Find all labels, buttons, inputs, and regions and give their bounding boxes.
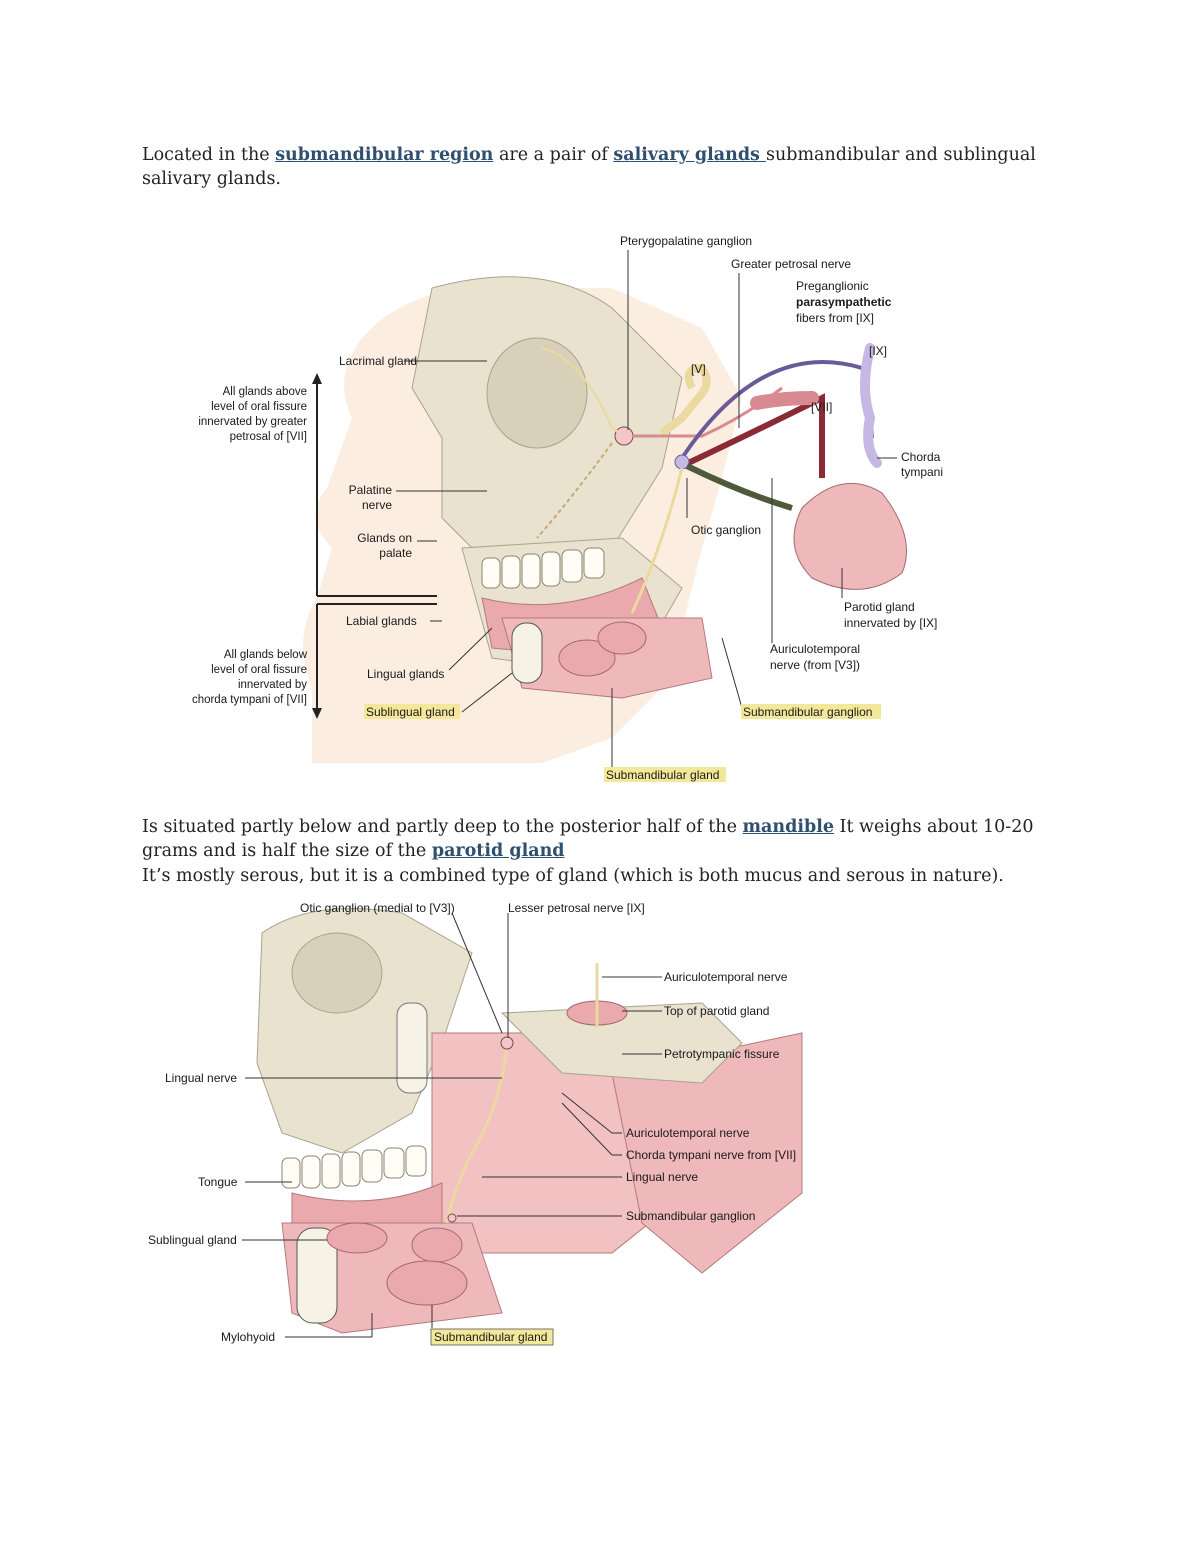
label-chorda-tympani: Chorda tympani nerve from [VII] [626,1148,796,1162]
mandible-text-2: It weighs about 10-20 grams and is half … [142,817,1034,861]
label-otic: Otic ganglion [691,523,761,537]
label-chorda-2: tympani [901,465,943,479]
label-parotid-1: Parotid gland [844,600,915,614]
label-submandibular-ganglion: Submandibular ganglion [743,705,872,719]
label-sublingual-2: Sublingual gland [148,1233,237,1247]
auriculotemporal-path [685,463,793,511]
orbit-shape-2 [291,932,383,1014]
submandibular-anatomy-figure: Otic ganglion (medial to [V3]) Lesser pe… [142,893,822,1363]
submandibular-gland-shape [597,621,647,655]
label-above-1: All glands above [223,386,307,398]
label-lacrimal: Lacrimal gland [339,354,417,368]
label-vii: [VII] [811,400,832,414]
label-palatine-1: Palatine [349,483,393,497]
label-below-1: All glands below [224,649,308,661]
parotid-gland-shape [793,482,907,590]
salivary-glands-link[interactable]: salivary glands [613,145,766,165]
label-auriculotemporal-1: Auriculotemporal [770,642,860,656]
label-below-2: level of oral fissure [211,664,307,676]
orbit-shape [486,337,588,449]
label-preganglionic-1: Preganglionic [796,279,869,293]
submandibular-region-link[interactable]: submandibular region [275,145,494,165]
label-otic-medial: Otic ganglion (medial to [V3]) [300,901,455,915]
label-labial: Labial glands [346,614,417,628]
sublingual-gland-shape-2 [326,1222,388,1254]
pterygopalatine-ganglion-shape [614,426,634,446]
label-auriculotemporal-mid: Auriculotemporal nerve [626,1126,750,1140]
intro-paragraph: Located in the submandibular region are … [142,143,1072,191]
mandible-link[interactable]: mandible [742,817,834,837]
mandible-text-1: Is situated partly below and partly deep… [142,817,743,837]
label-submandibular-gland: Submandibular gland [606,768,719,782]
highlight-submandibular-ganglion [741,704,881,719]
label-above-3: innervated by greater [198,416,307,428]
lingual-nerve-path-2 [445,1042,509,1224]
label-above-2: level of oral fissure [211,401,307,413]
trigeminal-nerve-shape [659,363,711,437]
otic-ganglion-shape-2 [500,1036,514,1050]
label-tongue: Tongue [198,1175,238,1189]
intro-text-3: submandibular and sublingual salivary gl… [142,145,1036,189]
label-lingual-glands: Lingual glands [367,667,444,681]
above-arrow-head [312,373,322,384]
label-lingual-nerve-right: Lingual nerve [626,1170,698,1184]
neck-muscle-region [611,1032,803,1274]
label-ix: [IX] [869,344,887,358]
sublingual-gland-shape [558,639,616,677]
highlight-sublingual [364,704,460,719]
label-palatine-2: nerve [362,498,392,512]
submandibular-gland-upper [411,1227,463,1263]
label-preganglionic-2: parasympathetic [796,295,892,309]
intro-text-1: Located in the [142,145,276,165]
teeth-row [481,547,605,589]
mandible-paragraph: Is situated partly below and partly deep… [142,815,1072,863]
temporal-bone-shape [500,1002,743,1084]
mandible-section [511,622,543,684]
label-mylohyoid: Mylohyoid [221,1330,275,1344]
label-sublingual: Sublingual gland [366,705,455,719]
label-below-3: innervated by [238,679,307,691]
label-chorda-1: Chorda [901,450,941,464]
label-top-parotid: Top of parotid gland [664,1004,769,1018]
submandibular-gland-lower [386,1260,468,1306]
below-arrow-head [312,708,322,719]
chorda-path [630,467,684,614]
leader-lines [396,250,897,770]
label-pterygopalatine: Pterygopalatine ganglion [620,234,752,248]
label-v: [V] [691,362,706,376]
label-below-4: chorda tympani of [VII] [192,694,307,706]
leader-lines-2 [242,912,662,1338]
parotid-gland-link[interactable]: parotid gland [431,841,565,861]
salivary-innervation-figure: Pterygopalatine ganglion Greater petrosa… [142,218,962,782]
palatine-nerve-path [536,442,613,539]
ix-nerve-shape [860,343,882,468]
submandibular-ganglion-shape [447,1213,457,1223]
label-lesser-petrosal: Lesser petrosal nerve [IX] [508,901,645,915]
vii-nerve-shape [750,391,819,410]
label-lingual-nerve-left: Lingual nerve [165,1071,237,1085]
label-glands-palate-2: palate [379,546,412,560]
label-preganglionic-3: fibers from [IX] [796,311,874,325]
label-submandibular-gland-2: Submandibular gland [434,1330,547,1344]
lacrimal-nerve-path [541,347,621,434]
label-submandibular-ganglion-2: Submandibular ganglion [626,1209,755,1223]
label-greater-petrosal: Greater petrosal nerve [731,257,851,271]
label-above-4: petrosal of [VII] [230,431,307,443]
intro-text-2: are a pair of [493,145,614,165]
serous-paragraph: It’s mostly serous, but it is a combined… [142,866,1004,886]
label-petrotympanic: Petrotympanic fissure [664,1047,780,1061]
mandible-section-2 [296,1227,338,1324]
label-glands-palate-1: Glands on [357,531,412,545]
label-parotid-2: innervated by [IX] [844,616,937,630]
highlight-submandibular-gland [604,767,726,782]
label-auriculotemporal-top: Auriculotemporal nerve [664,970,788,984]
zygomatic-section [396,1002,428,1094]
label-auriculotemporal-2: nerve (from [V3]) [770,658,860,672]
teeth-row-2 [281,1145,427,1189]
highlight-submandibular-gland-2 [430,1328,554,1346]
